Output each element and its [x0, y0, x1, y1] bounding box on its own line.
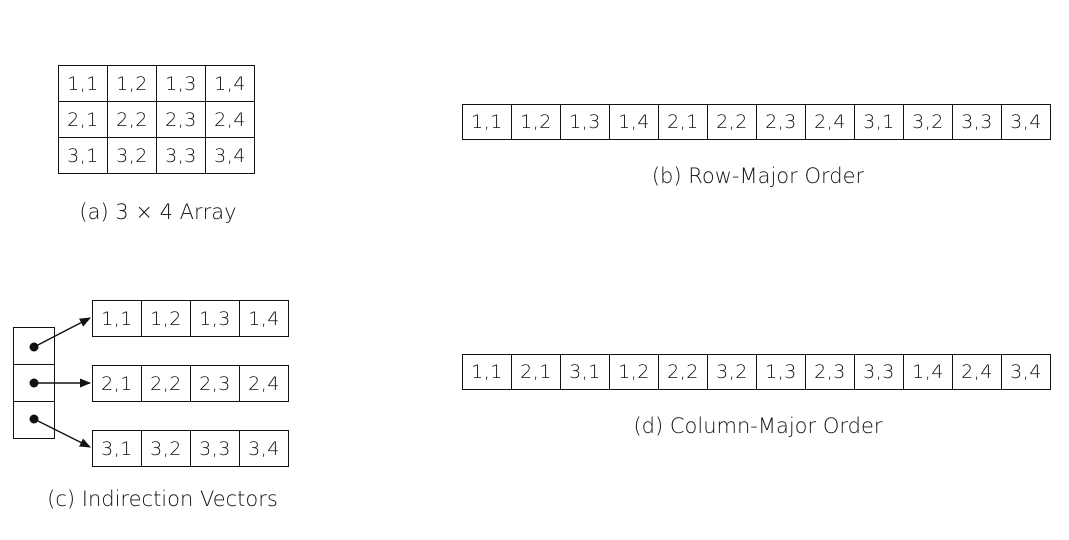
array-cell: 3,1 [58, 137, 108, 174]
row-major-cell: 3,4 [1001, 104, 1051, 140]
array-row: 2,1 2,2 2,3 2,4 [58, 101, 255, 138]
indirection-cell: 1,1 [92, 300, 142, 337]
row-major-cell: 3,2 [903, 104, 953, 140]
indirection-cell: 1,4 [239, 300, 289, 337]
column-major-cell: 3,2 [707, 354, 757, 390]
row-major-cell: 1,4 [609, 104, 659, 140]
caption-c: (c) Indirection Vectors [47, 487, 278, 511]
array-cell: 1,4 [205, 65, 255, 102]
column-major-cell: 1,2 [609, 354, 659, 390]
indirection-cell: 3,3 [190, 430, 240, 467]
array-cell: 3,4 [205, 137, 255, 174]
indirection-cell: 1,2 [141, 300, 191, 337]
indirection-row: 3,1 3,2 3,3 3,4 [92, 430, 289, 467]
indirection-row: 2,1 2,2 2,3 2,4 [92, 365, 289, 402]
row-major-cell: 2,1 [658, 104, 708, 140]
column-major-cell: 2,4 [952, 354, 1002, 390]
array-cell: 2,3 [156, 101, 206, 138]
column-major-cell: 3,3 [854, 354, 904, 390]
caption-d: (d) Column-Major Order [633, 414, 883, 438]
indirection-row-1: 1,1 1,2 1,3 1,4 [92, 300, 289, 337]
row-major-cell: 2,4 [805, 104, 855, 140]
indirection-cell: 3,2 [141, 430, 191, 467]
array-cell: 1,1 [58, 65, 108, 102]
caption-a: (a) 3 × 4 Array [79, 200, 237, 224]
row-major-cell: 3,3 [952, 104, 1002, 140]
array-cell: 1,2 [107, 65, 157, 102]
column-major-cell: 2,1 [511, 354, 561, 390]
column-major-cell: 1,3 [756, 354, 806, 390]
row-major-strip: 1,1 1,2 1,3 1,4 2,1 2,2 2,3 2,4 3,1 3,2 … [462, 104, 1051, 140]
indirection-cell: 2,2 [141, 365, 191, 402]
column-major-cell: 1,1 [462, 354, 512, 390]
indirection-row-3: 3,1 3,2 3,3 3,4 [92, 430, 289, 467]
pointer-arrow [33, 418, 92, 448]
pointer-arrow [33, 317, 91, 348]
row-major-cell: 1,2 [511, 104, 561, 140]
array-cell: 3,3 [156, 137, 206, 174]
row-major-cell: 1,1 [462, 104, 512, 140]
indirection-row-2: 2,1 2,2 2,3 2,4 [92, 365, 289, 402]
array-cell: 3,2 [107, 137, 157, 174]
indirection-cell: 3,4 [239, 430, 289, 467]
row-major-cell: 2,3 [756, 104, 806, 140]
array-cell: 2,4 [205, 101, 255, 138]
indirection-row: 1,1 1,2 1,3 1,4 [92, 300, 289, 337]
row-major-row: 1,1 1,2 1,3 1,4 2,1 2,2 2,3 2,4 3,1 3,2 … [462, 104, 1051, 140]
caption-b: (b) Row-Major Order [651, 164, 865, 188]
indirection-cell: 3,1 [92, 430, 142, 467]
array-row: 1,1 1,2 1,3 1,4 [58, 65, 255, 102]
column-major-cell: 2,2 [658, 354, 708, 390]
array-row: 3,1 3,2 3,3 3,4 [58, 137, 255, 174]
column-major-cell: 3,1 [560, 354, 610, 390]
column-major-row: 1,1 2,1 3,1 1,2 2,2 3,2 1,3 2,3 3,3 1,4 … [462, 354, 1051, 390]
column-major-cell: 2,3 [805, 354, 855, 390]
array-3x4-grid: 1,1 1,2 1,3 1,4 2,1 2,2 2,3 2,4 3,1 3,2 … [58, 65, 255, 174]
row-major-cell: 2,2 [707, 104, 757, 140]
column-major-strip: 1,1 2,1 3,1 1,2 2,2 3,2 1,3 2,3 3,3 1,4 … [462, 354, 1051, 390]
column-major-cell: 1,4 [903, 354, 953, 390]
indirection-cell: 2,4 [239, 365, 289, 402]
column-major-cell: 3,4 [1001, 354, 1051, 390]
